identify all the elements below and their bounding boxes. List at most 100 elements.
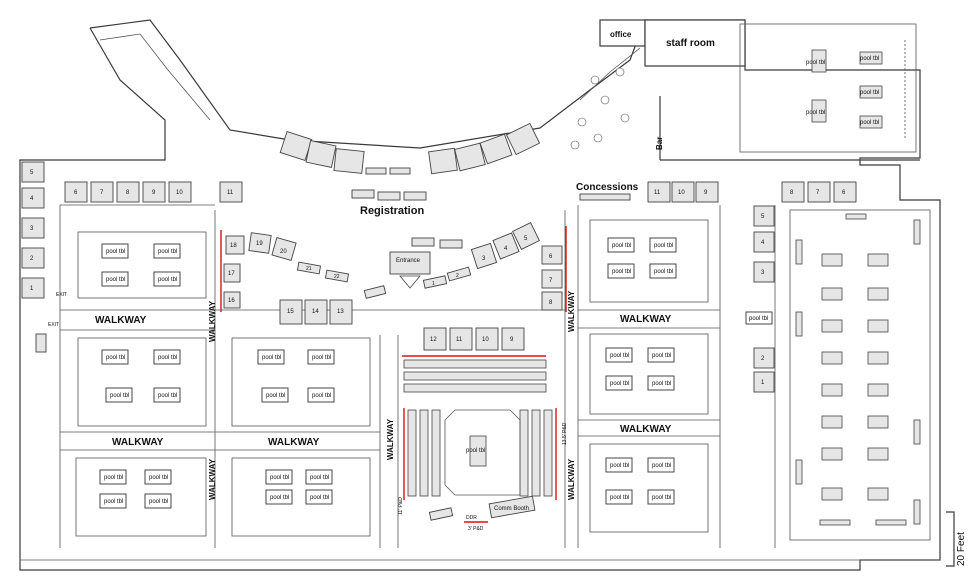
booth-label: 2 [456, 273, 459, 279]
booth-label: 13 [337, 309, 344, 315]
booth-label: 10 [176, 190, 183, 196]
walkway-label: WALKWAY [112, 437, 164, 448]
office-label: office [610, 30, 632, 39]
booth-label: 4 [504, 246, 508, 252]
scale-bar: 20 Feet [946, 511, 967, 567]
walkway-label: WALKWAY [567, 290, 576, 332]
pool-table-label: pool tbl [466, 448, 485, 454]
pool-block-mid-bottom: pool tbl pool tbl pool tbl pool tbl [231, 457, 371, 537]
pool-block-left-mid: pool tbl pool tbl pool tbl pool tbl [77, 337, 207, 427]
far-right-booths: 8 7 6 5 4 3 pool tbl 2 1 [745, 181, 857, 393]
booth-label: 10 [482, 337, 489, 343]
booth-label: 15 [287, 309, 294, 315]
booth-label: 18 [230, 243, 237, 249]
entrance-label: Entrance [396, 258, 421, 264]
pool-table-label: pool tbl [312, 393, 331, 399]
scale-label: 20 Feet [956, 532, 967, 566]
pd-label: 11' P&D [398, 497, 404, 515]
entrance-right-booths: 1 2 3 4 5 [411, 222, 540, 289]
walkway-label: WALKWAY [386, 418, 395, 460]
pool-table-label: pool tbl [262, 355, 281, 361]
pool-block-mid-top: pool tbl pool tbl pool tbl pool tbl [231, 337, 371, 427]
pool-table-label: pool tbl [106, 355, 125, 361]
pool-table-label: pool tbl [149, 499, 168, 505]
pool-table-label: pool tbl [749, 316, 768, 322]
exit-label: EXIT [48, 322, 59, 328]
pool-table-label: pool tbl [612, 269, 631, 275]
pool-table-label: pool tbl [610, 381, 629, 387]
pool-table-label: pool tbl [610, 495, 629, 501]
pool-table-label: pool tbl [270, 475, 289, 481]
left-column-booths: 5 4 3 2 1 EXIT EXIT [21, 161, 67, 353]
walkway-label: WALKWAY [268, 437, 320, 448]
booth-label: 20 [280, 249, 287, 255]
pool-table-label: pool tbl [654, 269, 673, 275]
booth-label: 3 [482, 256, 486, 262]
pool-table-label: pool tbl [266, 393, 285, 399]
pool-table-label: pool tbl [270, 495, 289, 501]
booth-label: 12 [430, 337, 437, 343]
pool-table-label: pool tbl [310, 475, 329, 481]
booth-label: 16 [228, 298, 235, 304]
booth-label: 11 [227, 190, 234, 196]
pool-block-right-mid: pool tbl pool tbl pool tbl pool tbl [589, 333, 709, 415]
mid-left-booths: 18 19 20 17 16 15 14 13 21 22 [220, 230, 387, 325]
booth-label: 6 [74, 190, 78, 196]
booth-label: 10 [678, 190, 685, 196]
pd-label: 3' P&D [468, 526, 484, 532]
booth-label: 11 [654, 190, 661, 196]
booth-label: 8 [790, 190, 794, 196]
booth-label: 2 [761, 356, 765, 362]
pool-block-right-top: pool tbl pool tbl pool tbl pool tbl [589, 219, 709, 303]
pool-table-label: pool tbl [652, 381, 671, 387]
staff-room-label: staff room [666, 38, 715, 49]
pool-table-label: pool tbl [652, 495, 671, 501]
booth-label: 1 [432, 281, 435, 287]
walkway-label: WALKWAY [620, 314, 672, 325]
pool-table-label: pool tbl [158, 277, 177, 283]
exit-label: EXIT [56, 292, 67, 298]
pool-table-label: pool tbl [158, 393, 177, 399]
staff-pool-label-3: pool tbl [860, 56, 879, 62]
concessions-label: Concessions [576, 182, 639, 193]
booth-label: 22 [334, 274, 340, 280]
walkway-label: WALKWAY [208, 458, 217, 500]
walkway-label: WALKWAY [620, 424, 672, 435]
pool-block-left-top: pool tbl pool tbl pool tbl pool tbl [77, 231, 207, 299]
pd-label: 13.5' P&D [562, 422, 568, 445]
walkway-label: WALKWAY [208, 300, 217, 342]
booth-label: 2 [30, 256, 34, 262]
staff-pool-label-5: pool tbl [860, 120, 879, 126]
booth-label: 5 [30, 170, 34, 176]
pool-table-label: pool tbl [610, 353, 629, 359]
pool-table-label: pool tbl [158, 355, 177, 361]
center-seating: pool tbl Comm Booth 3' P&D DDR 11' P&D 1… [398, 355, 568, 532]
bar-label: Bar [655, 137, 664, 150]
booth-label: 5 [761, 214, 765, 220]
pool-table-label: pool tbl [612, 243, 631, 249]
pool-table-label: pool tbl [104, 499, 123, 505]
pool-table-label: pool tbl [106, 249, 125, 255]
booth-label: 7 [100, 190, 104, 196]
booth-label: 5 [524, 236, 528, 242]
walkway-label: WALKWAY [95, 315, 147, 326]
pool-table-label: pool tbl [312, 355, 331, 361]
staff-pool-label-1: pool tbl [806, 60, 825, 66]
pool-table-label: pool tbl [149, 475, 168, 481]
booth-label: 17 [228, 271, 235, 277]
building-outline [19, 19, 941, 571]
booth-label: 3 [761, 270, 765, 276]
ddr-label: DDR [466, 515, 477, 521]
staff-area: pool tbl pool tbl pool tbl pool tbl pool… [806, 40, 906, 140]
pool-table-label: pool tbl [104, 475, 123, 481]
pool-block-left-bottom: pool tbl pool tbl pool tbl pool tbl [75, 457, 207, 537]
booth-label: 6 [842, 190, 846, 196]
booth-label: 19 [256, 241, 263, 247]
staff-pool-label-4: pool tbl [860, 90, 879, 96]
booth-label: 6 [549, 254, 553, 260]
right-stack-booths: 6 7 8 [541, 226, 567, 312]
booth-label: 9 [704, 190, 708, 196]
pool-block-right-bottom: pool tbl pool tbl pool tbl pool tbl [589, 443, 709, 533]
registration-label: Registration [360, 205, 424, 217]
